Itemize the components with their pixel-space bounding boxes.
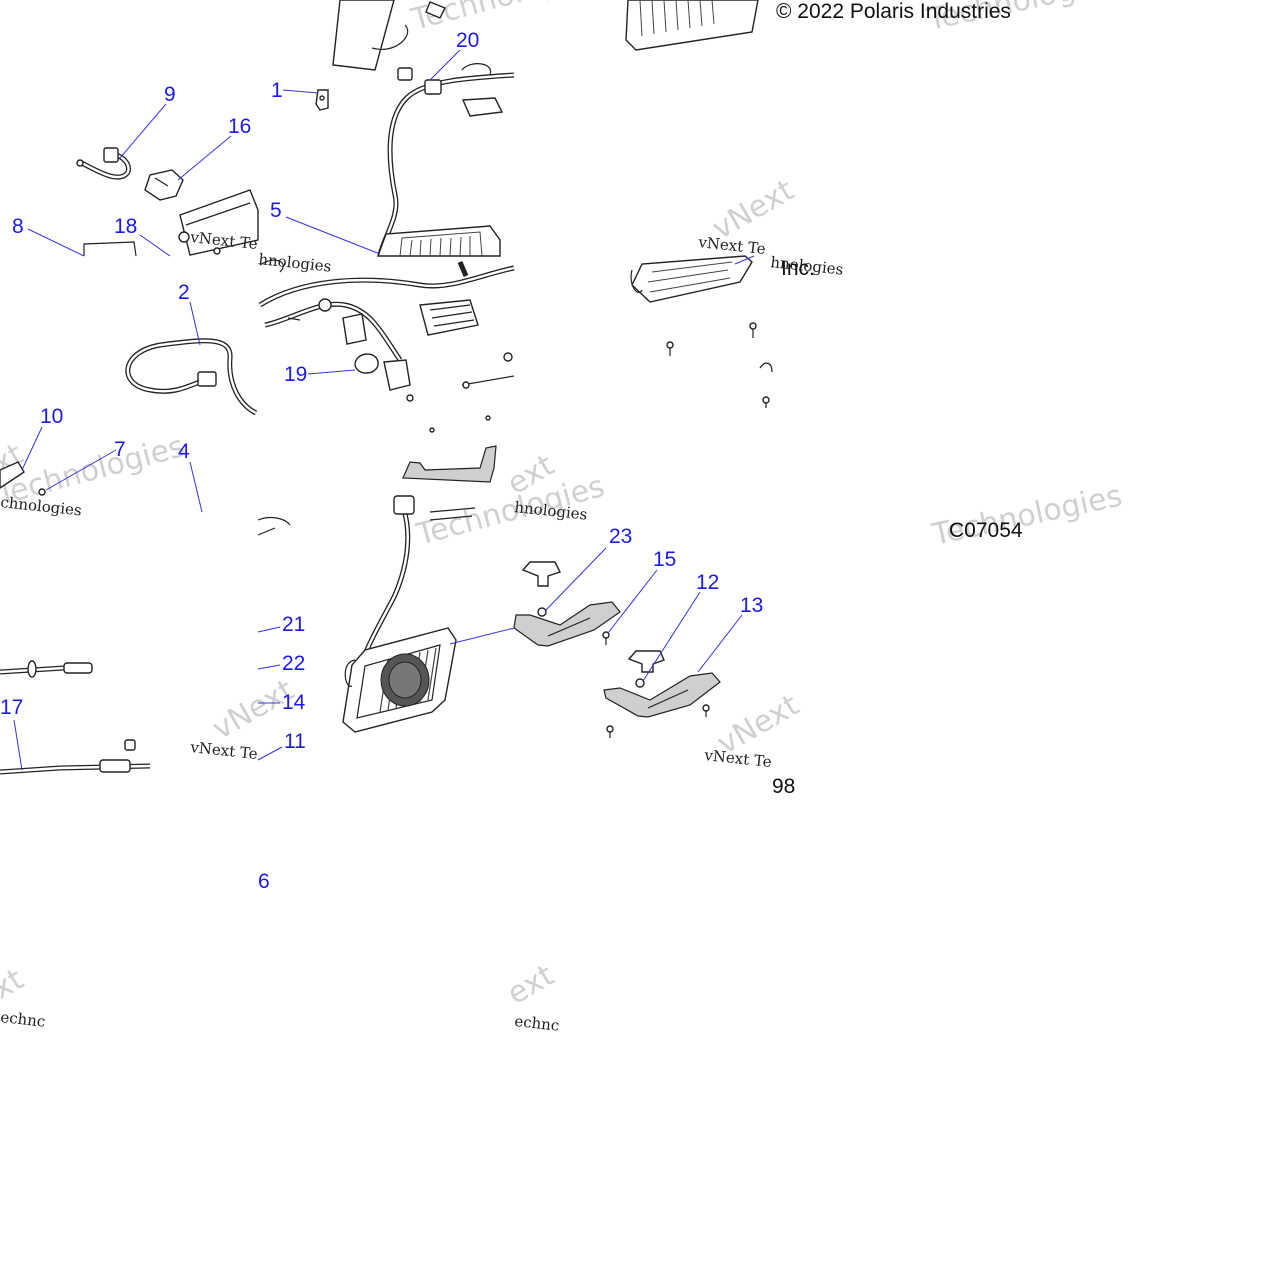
watermark-text: ext [502,958,561,1012]
bracket-middle [402,445,497,483]
callout-12: 12 [696,571,719,594]
callout-2: 2 [178,281,190,304]
panel-sheet [332,0,409,71]
screws-lower-right [606,704,710,738]
callout-6: 6 [258,870,270,893]
watermark-text: echnc [0,1008,46,1031]
part-10-end [0,461,25,489]
part-13-bracket [603,672,721,718]
part-bracket-upper [513,601,621,647]
part-5-heater-top [377,225,501,257]
callout-1: 1 [271,79,283,102]
part-1-clip [315,89,329,111]
part-15-screw [602,631,610,645]
part-5-heater [342,495,476,733]
watermark-text: xt [0,962,30,1007]
callout-10: 10 [40,405,63,428]
harness-upper [377,1,515,256]
callout-11: 11 [284,730,306,753]
harness-main [258,259,515,362]
watermark-text: vNext Te [189,738,259,763]
callout-18: 18 [114,215,137,238]
watermark-text: echnc [514,1012,561,1035]
part-12-connector [627,650,665,688]
callout-9: 9 [164,83,176,106]
copyright-suffix: Inc. [781,257,815,280]
fasteners-middle [406,352,515,433]
callout-21: 21 [282,613,305,636]
screws-mid-right [666,322,773,408]
callout-17: 17 [0,696,23,719]
callout-4: 4 [178,440,190,463]
callout-15: 15 [653,548,676,571]
callout-19: 19 [284,363,307,386]
watermark-text: vNext Te [697,233,767,258]
lower-left-assembly [0,516,291,775]
part-23-connector [521,561,561,617]
part-16-bracket [144,169,184,201]
watermark-text: hnologies [258,250,333,276]
callout-20: 20 [456,29,479,52]
heater-corner-mid [630,255,753,303]
copyright-text: © 2022 Polaris Industries [776,0,1011,23]
callouts: 9 16 8 18 1 20 5 2 10 7 4 19 23 15 12 13… [0,29,763,893]
part-8-outline [83,241,137,257]
callout-5: 5 [270,199,282,222]
watermark-fragments: vNext Te hnologies vNext Te hnologies ch… [0,228,844,1035]
heater-corner-top [625,0,759,51]
part-2-cable [125,338,258,416]
callout-23: 23 [609,525,632,548]
callout-16: 16 [228,115,251,138]
callout-7: 7 [114,438,126,461]
part-18-module [178,189,259,256]
part-9-sensor [76,147,131,180]
part-19-clamp [354,353,411,391]
callout-13: 13 [740,594,763,617]
watermark-text: chnologies [0,493,83,519]
leader-lines [13,49,755,771]
callout-14: 14 [282,691,306,714]
figure-code: C07054 [949,519,1023,542]
page-number: 98 [772,775,795,798]
callout-8: 8 [12,215,24,238]
watermark-text: vNext Te [703,746,773,771]
callout-22: 22 [282,652,305,675]
part-7-bolt [38,488,46,496]
